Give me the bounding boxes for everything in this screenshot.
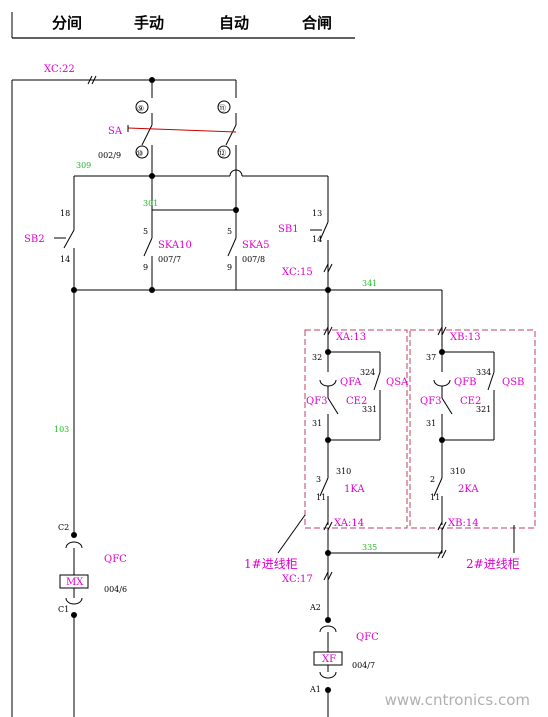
label-ka2: 2KA xyxy=(458,484,479,495)
label-xc17: XC:17 xyxy=(282,574,313,585)
header-label-close: 合闸 xyxy=(302,14,333,32)
label-n331: 331 xyxy=(362,405,377,414)
label-n37: 37 xyxy=(426,353,436,362)
label-n321: 321 xyxy=(476,405,491,414)
label-xc15: XC:15 xyxy=(282,267,313,278)
wire-label-341: 341 xyxy=(362,279,377,288)
label-a2: A2 xyxy=(309,603,321,612)
label-c1: C1 xyxy=(58,605,69,614)
label-n11a: 11 xyxy=(316,493,326,502)
label-qfc-left: QFC xyxy=(104,554,127,565)
label-qfc-right: QFC xyxy=(356,632,379,643)
label-n14b: 14 xyxy=(312,235,322,244)
label-qsb: QSB xyxy=(502,377,524,388)
label-qf3a: QF3 xyxy=(306,396,328,407)
label-ska5-code: 007/8 xyxy=(242,255,265,264)
label-n310b: 310 xyxy=(450,467,465,476)
label-xb13: XB:13 xyxy=(450,332,481,343)
label-n31a: 31 xyxy=(312,419,322,428)
label-n13: 13 xyxy=(312,209,322,218)
label-n14a: 14 xyxy=(60,255,70,264)
label-n2: 2 xyxy=(430,475,435,484)
label-n32a: 32 xyxy=(312,353,322,362)
wire-label-301: 301 xyxy=(143,199,158,208)
watermark: www.cntronics.com xyxy=(384,691,530,709)
wire-label-309: 309 xyxy=(76,161,91,170)
label-qf3b: QF3 xyxy=(420,396,442,407)
label-ska10-code: 007/7 xyxy=(158,255,181,264)
label-n10: ⑩ xyxy=(136,149,143,158)
label-n18: 18 xyxy=(60,209,70,218)
wire-label-335: 335 xyxy=(362,543,377,552)
label-n3: 3 xyxy=(316,475,321,484)
label-n11b: 11 xyxy=(430,493,440,502)
label-c2: C2 xyxy=(58,523,69,532)
label-sb1: SB1 xyxy=(278,224,299,235)
label-ska5: SKA5 xyxy=(242,240,270,251)
header-label-manual: 手动 xyxy=(134,14,165,32)
label-mx: MX xyxy=(66,577,84,588)
label-code-left: 004/6 xyxy=(104,585,127,594)
label-ce2b: CE2 xyxy=(460,396,481,407)
label-sa: SA xyxy=(108,126,123,137)
label-xc22: XC:22 xyxy=(44,64,75,75)
label-cabinet-2: 2#进线柜 xyxy=(466,557,520,571)
label-qsa: QSA xyxy=(386,377,409,388)
label-ce2a: CE2 xyxy=(346,396,367,407)
label-xb14: XB:14 xyxy=(448,518,479,529)
label-n310a: 310 xyxy=(336,467,351,476)
label-n9b: 9 xyxy=(227,263,232,272)
label-sb2: SB2 xyxy=(24,234,45,245)
label-a1: A1 xyxy=(309,685,321,694)
label-cabinet-1: 1#进线柜 xyxy=(244,557,298,571)
label-ka1: 1KA xyxy=(344,484,365,495)
label-n324: 324 xyxy=(360,368,375,377)
header-label-open: 分间 xyxy=(52,14,83,32)
label-qfb: QFB xyxy=(454,377,477,388)
label-xa14: XA:14 xyxy=(334,518,364,529)
label-xf: XF xyxy=(322,654,336,665)
wire-label-103: 103 xyxy=(54,425,69,434)
header-label-auto: 自动 xyxy=(219,14,250,32)
label-qfa: QFA xyxy=(340,377,362,388)
label-n9: ⑨ xyxy=(137,104,144,113)
label-n5b: 5 xyxy=(227,227,232,236)
label-n334: 334 xyxy=(476,368,491,377)
label-sa-code: 002/9 xyxy=(98,151,121,160)
label-code-right: 004/7 xyxy=(352,661,375,670)
label-n31b: 31 xyxy=(426,419,436,428)
label-n9a: 9 xyxy=(143,263,148,272)
label-ska10: SKA10 xyxy=(158,240,192,251)
label-n5a: 5 xyxy=(143,227,148,236)
label-n11: ⑪ xyxy=(218,104,226,113)
label-n12: ⑫ xyxy=(218,149,226,158)
label-xa13: XA:13 xyxy=(336,332,366,343)
